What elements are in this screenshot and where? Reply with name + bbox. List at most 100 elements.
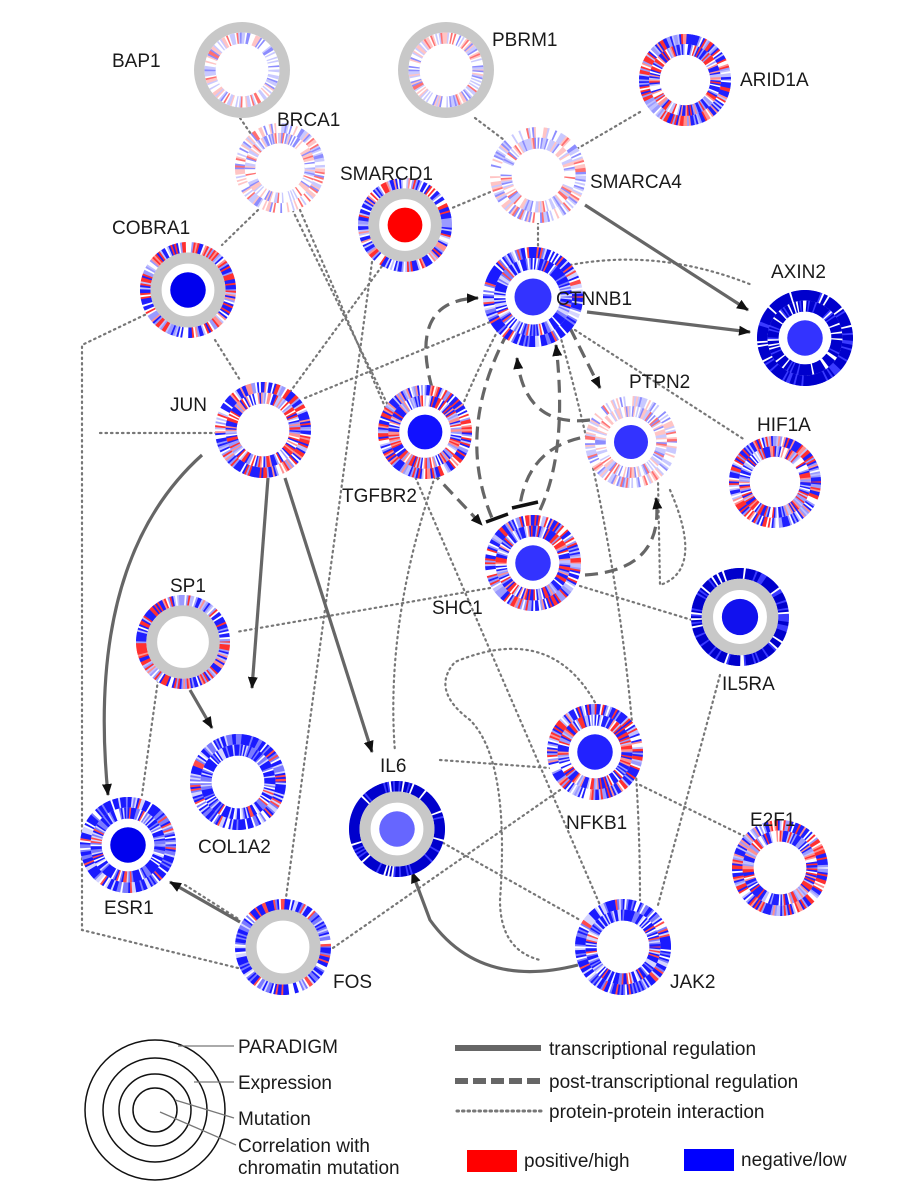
post-edge-tgfbr2-ctnnb1 (424, 293, 479, 389)
node-esr1 (79, 796, 177, 894)
correlation-core (387, 207, 423, 243)
ppi-edge-smarcd1-fos (283, 260, 374, 907)
node-fos (234, 898, 332, 996)
paradigm-ring (348, 780, 446, 878)
legend-negative: negative/low (741, 1150, 847, 1171)
node-il5ra (690, 567, 790, 667)
correlation-core (520, 157, 556, 193)
node-nfkb1 (546, 703, 644, 801)
post-edge-ctnnb1-ptpn2 (568, 327, 602, 389)
correlation-core (170, 272, 206, 308)
correlation-core (224, 52, 260, 88)
ppi-edge-nfkb1-loop (444, 647, 602, 962)
expression-ring (368, 188, 442, 262)
nodes (79, 21, 854, 996)
node-bap1 (193, 21, 291, 119)
paradigm-ring (357, 177, 453, 273)
paradigm-ring (690, 567, 790, 667)
paradigm-ring (484, 514, 582, 612)
paradigm-ring (574, 898, 672, 996)
label-cobra1: COBRA1 (112, 218, 190, 239)
ppi-edge-esr1-fos (183, 883, 242, 922)
node-jun (214, 381, 312, 479)
label-esr1: ESR1 (104, 898, 154, 919)
ring-legend (84, 1039, 226, 1181)
correlation-core (220, 764, 256, 800)
ppi-edge-cobra1-jun (213, 338, 242, 382)
node-col1a2 (189, 733, 287, 831)
label-shc1: SHC1 (432, 598, 483, 619)
legend-expression: Expression (238, 1073, 332, 1094)
correlation-core (263, 151, 297, 185)
expression-ring (200, 744, 276, 820)
expression-ring (742, 830, 818, 906)
tr-edge-jun-esr1 (101, 453, 204, 796)
ppi-edge-il6-jak2 (436, 838, 582, 922)
tr-edge-jun-il6 (283, 477, 374, 753)
ppi-edge-ptpn2-loop (656, 478, 687, 587)
leader-correlation (159, 1111, 237, 1146)
node-labels: BAP1 PBRM1 ARID1A BRCA1 SMARCD1 SMARCA4 … (104, 30, 826, 993)
paradigm-ring (234, 122, 326, 214)
node-smarcd1 (357, 177, 453, 273)
ppi-edge-jun-ctnnb1 (303, 320, 492, 400)
expression-ring (408, 32, 484, 108)
node-jak2 (574, 898, 672, 996)
ppi-edge-ctnnb1-il6 (392, 328, 500, 754)
post-edge-ctnnb1-shc1 (475, 331, 510, 519)
node-ctnnb1 (482, 246, 584, 348)
ppi-edge-brca1-cobra1 (220, 208, 260, 247)
node-sp1 (135, 594, 231, 690)
paradigm-ring (638, 33, 732, 127)
node-pbrm1 (397, 21, 495, 119)
label-smarcd1: SMARCD1 (340, 164, 433, 185)
label-il5ra: IL5RA (722, 674, 775, 695)
paradigm-ring (377, 384, 473, 480)
post-edge-shc1-ptpn2 (584, 497, 663, 577)
label-fos: FOS (333, 972, 372, 993)
tr-edge-jun-col1a2 (247, 477, 270, 689)
paradigm-ring (731, 819, 829, 917)
correlation-core (515, 545, 551, 581)
paradigm-ring (189, 733, 287, 831)
label-arid1a: ARID1A (740, 70, 809, 91)
legend-paradigm: PARADIGM (238, 1037, 338, 1058)
expression-ring (595, 406, 667, 478)
node-cobra1 (139, 241, 237, 339)
correlation-core (428, 52, 464, 88)
correlation-core (762, 850, 798, 886)
expression-ring (557, 714, 633, 790)
correlation-core (613, 424, 649, 460)
leader-mutation (174, 1099, 235, 1119)
correlation-core (787, 320, 823, 356)
legend-correlation-2: chromatin mutation (238, 1158, 400, 1179)
tr-edge-jak2-il6 (410, 871, 579, 974)
correlation-core (514, 278, 552, 316)
correlation-core (667, 62, 703, 98)
tr-edge-sp1-col1a2 (188, 689, 214, 729)
paradigm-ring (482, 246, 584, 348)
node-brca1 (234, 122, 326, 214)
ppi-edge-shc1-sp1 (234, 586, 492, 634)
legend: PARADIGM Expression Mutation Correlation… (84, 1037, 847, 1181)
node-tgfbr2 (377, 384, 473, 480)
legend-post-transcriptional: post-transcriptional regulation (549, 1072, 798, 1093)
correlation-core (165, 624, 201, 660)
correlation-core (265, 929, 301, 965)
legend-positive: positive/high (524, 1151, 630, 1172)
node-hif1a (728, 435, 822, 529)
expression-ring (244, 132, 316, 204)
legend-ppi: protein-protein interaction (549, 1102, 764, 1123)
ppi-edge-cobra1-fos (80, 308, 240, 970)
tr-edge-ctnnb1-axin2 (586, 310, 751, 336)
legend-negative-swatch (684, 1149, 734, 1171)
ring-legend-leaders (159, 1045, 237, 1146)
label-hif1a: HIF1A (757, 415, 811, 436)
node-ptpn2 (584, 395, 678, 489)
ppi-edge-il6-nfkb1 (438, 758, 552, 770)
label-ptpn2: PTPN2 (629, 372, 690, 393)
post-edge-shc1-ctnnb1 (538, 344, 563, 511)
correlation-core (605, 929, 641, 965)
paradigm-ring (214, 381, 312, 479)
